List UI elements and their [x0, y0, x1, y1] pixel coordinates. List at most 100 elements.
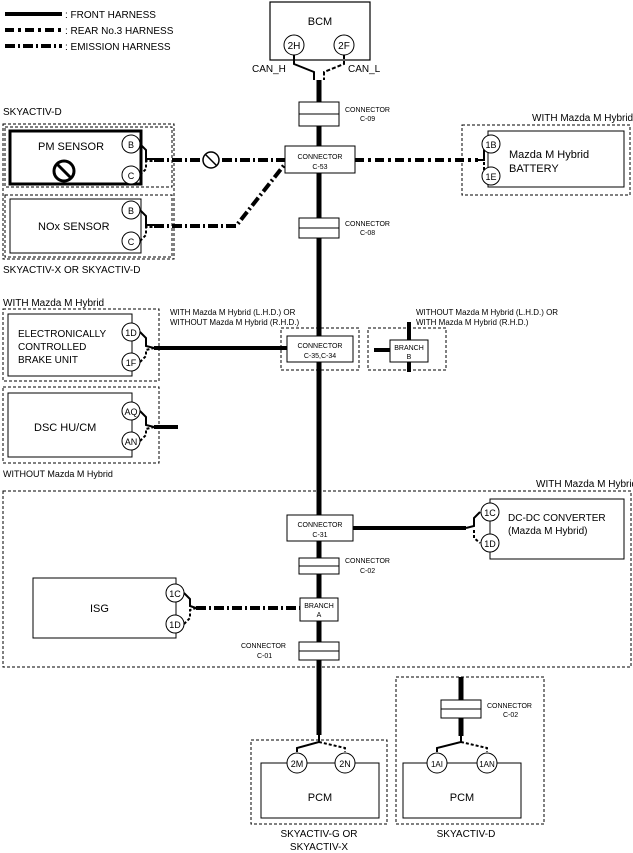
pcm-d-pin-1ai: 1AI: [431, 760, 443, 769]
c53-code: C-53: [312, 164, 327, 171]
bcm-pin-2f-label: 2F: [338, 41, 350, 52]
with-hybrid-ebcu-label: WITH Mazda M Hybrid: [3, 298, 104, 309]
dcdc-module: DC-DC CONVERTER (Mazda M Hybrid) 1C 1D: [480, 498, 625, 560]
pcm-d-caption: SKYACTIV-D: [437, 829, 496, 840]
hybrid-group: [2, 490, 632, 668]
connector-c09: CONNECTOR C-09: [298, 101, 390, 127]
branch-b-code: B: [407, 354, 412, 361]
branch-b-label: BRANCH: [394, 345, 424, 352]
c35-note-1: WITH Mazda M Hybrid (L.H.D.) OR: [170, 308, 296, 317]
ebcu-label-2: CONTROLLED: [18, 342, 86, 353]
ebcu-pin-1d: 1D: [125, 328, 137, 338]
connector-c02: CONNECTOR C-02: [298, 557, 390, 575]
battery-pin-1e: 1E: [485, 172, 496, 182]
pcm-gx-module: PCM 2M 2N: [260, 752, 380, 819]
c08-label: CONNECTOR: [345, 221, 390, 228]
can-h-label: CAN_H: [252, 64, 286, 75]
battery-module: Mazda M Hybrid BATTERY 1B 1E: [481, 130, 625, 188]
pcm-d-label: PCM: [450, 792, 474, 804]
pcm-gx-pin-2n: 2N: [339, 759, 351, 769]
dsc-group: [2, 386, 160, 464]
branch-b: BRANCH B: [389, 339, 429, 363]
battery-pin-1b: 1B: [485, 140, 496, 150]
branch-b-note-1: WITHOUT Mazda M Hybrid (L.H.D.) OR: [416, 308, 558, 317]
nox-sensor: NOx SENSOR B C: [9, 198, 142, 254]
c35-code: C-35,C-34: [304, 353, 336, 360]
battery-label-1: Mazda M Hybrid: [509, 149, 589, 161]
pm-sensor-label: PM SENSOR: [38, 141, 104, 153]
branch-a-label: BRANCH: [304, 603, 334, 610]
c02-code: C-02: [360, 568, 375, 575]
dcdc-pin-1c: 1C: [484, 508, 496, 518]
pm-pin-c: C: [128, 171, 135, 181]
c02-label: CONNECTOR: [345, 558, 390, 565]
pcm-gx-label: PCM: [308, 792, 332, 804]
can-l-label: CAN_L: [348, 64, 381, 75]
battery-group: [461, 124, 631, 196]
without-hybrid-label: WITHOUT Mazda M Hybrid: [3, 469, 113, 479]
c53-label: CONNECTOR: [298, 154, 343, 161]
dcdc-pin-1d: 1D: [484, 539, 496, 549]
c02b-code: C-02: [503, 712, 518, 719]
isg-pin-1d: 1D: [169, 620, 181, 630]
connector-c31: CONNECTOR C-31: [286, 514, 354, 542]
dcdc-label-2: (Mazda M Hybrid): [508, 526, 587, 537]
connector-c35-c34: CONNECTOR C-35,C-34: [286, 335, 354, 363]
ebcu-pin-1f: 1F: [126, 358, 137, 368]
branch-a-code: A: [317, 612, 322, 619]
nox-pin-b: B: [128, 206, 134, 216]
pcm-d-group: [395, 676, 545, 825]
isg-pin-1c: 1C: [169, 589, 181, 599]
c35-note-2: WITHOUT Mazda M Hybrid (R.H.D.): [170, 318, 300, 327]
skyactiv-xd-label: SKYACTIV-X OR SKYACTIV-D: [3, 265, 140, 276]
prohibited-icon: [52, 159, 76, 183]
ebcu-module: ELECTRONICALLY CONTROLLED BRAKE UNIT 1D …: [7, 313, 141, 377]
ebcu-label-1: ELECTRONICALLY: [18, 329, 107, 340]
pcm-d-module: PCM 1AI 1AN: [402, 752, 522, 819]
nox-sensor-label: NOx SENSOR: [38, 221, 110, 233]
connector-c01: CONNECTOR C-01: [241, 641, 340, 661]
with-hybrid-battery-label: WITH Mazda M Hybrid: [532, 113, 633, 124]
pm-sensor: PM SENSOR B C: [8, 129, 143, 186]
legend-front-label: : FRONT HARNESS: [65, 10, 156, 21]
c09-code: C-09: [360, 116, 375, 123]
bcm-module: BCM 2H 2F: [269, 1, 371, 61]
dcdc-label-1: DC-DC CONVERTER: [508, 513, 606, 524]
dsc-pin-aq: AQ: [124, 407, 137, 417]
c08-code: C-08: [360, 230, 375, 237]
ebcu-group: [2, 308, 160, 382]
legend: : FRONT HARNESS : REAR No.3 HARNESS : EM…: [5, 10, 174, 53]
c31-label: CONNECTOR: [298, 522, 343, 529]
bcm-label: BCM: [308, 16, 332, 28]
prohibited-small-icon: [202, 151, 220, 169]
with-hybrid-big-label: WITH Mazda M Hybrid: [536, 479, 633, 490]
dsc-label: DSC HU/CM: [34, 422, 96, 434]
pm-pin-b: B: [128, 140, 134, 150]
pcm-d-pin-1an: 1AN: [479, 760, 495, 769]
dsc-pin-an: AN: [125, 437, 138, 447]
pcm-gx-caption-1: SKYACTIV-G OR: [280, 829, 357, 840]
ebcu-label-3: BRAKE UNIT: [18, 355, 78, 366]
nox-pin-c: C: [128, 237, 135, 247]
isg-label: ISG: [90, 603, 109, 615]
isg-module: ISG 1C 1D: [32, 577, 185, 639]
legend-emission-label: : EMISSION HARNESS: [65, 42, 171, 53]
c35-label: CONNECTOR: [298, 343, 343, 350]
c01-code: C-01: [257, 653, 272, 660]
c09-label: CONNECTOR: [345, 107, 390, 114]
battery-label-2: BATTERY: [509, 163, 559, 175]
branch-a: BRANCH A: [299, 597, 339, 622]
pcm-gx-pin-2m: 2M: [291, 759, 304, 769]
c31-code: C-31: [312, 532, 327, 539]
pcm-gx-caption-2: SKYACTIV-X: [290, 842, 348, 853]
bcm-pin-2h-label: 2H: [288, 41, 301, 52]
connector-c02-pcm-d: CONNECTOR C-02: [440, 699, 532, 719]
dsc-module: DSC HU/CM AQ AN: [7, 392, 141, 458]
skyactiv-d-label: SKYACTIV-D: [3, 107, 62, 118]
legend-rear-label: : REAR No.3 HARNESS: [65, 26, 174, 37]
connector-c53: CONNECTOR C-53: [284, 145, 356, 174]
c01-label: CONNECTOR: [241, 643, 286, 650]
connector-c08: CONNECTOR C-08: [298, 217, 390, 239]
branch-b-note-2: WITH Mazda M Hybrid (R.H.D.): [416, 318, 529, 327]
